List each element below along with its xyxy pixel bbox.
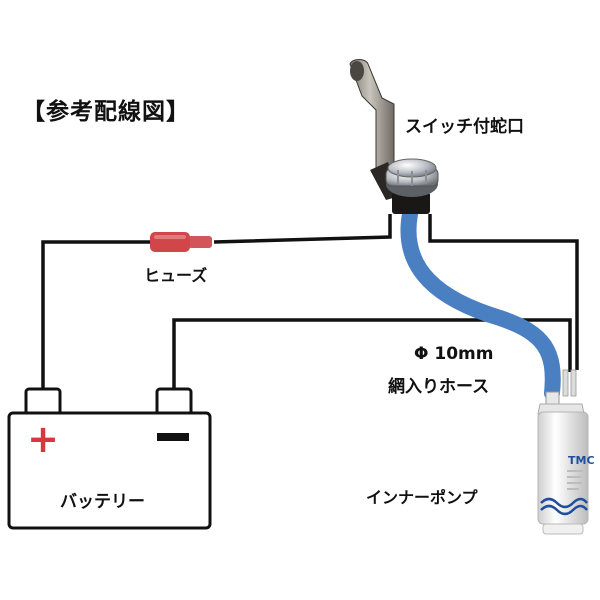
faucet-label: スイッチ付蛇口	[405, 117, 524, 137]
battery-label: バッテリー	[60, 492, 145, 512]
page-title: 【参考配線図】	[22, 99, 190, 125]
pump-wave-icon	[540, 497, 588, 516]
pump-label: インナーポンプ	[366, 488, 478, 507]
faucet-with-switch	[349, 59, 439, 214]
hose-name-label: 網入りホース	[388, 377, 490, 397]
mesh-hose	[400, 206, 561, 401]
pump-brand-label: TMC	[568, 454, 595, 467]
hose-diameter-label: Φ 10mm	[414, 344, 494, 364]
fuse-label: ヒューズ	[144, 266, 208, 285]
fuse	[150, 232, 212, 252]
switch-knob-icon	[385, 158, 439, 197]
battery-positive-icon: +	[27, 417, 59, 461]
fuse-to-switch-wire	[213, 214, 392, 244]
wiring	[41, 214, 579, 393]
battery-negative-icon	[157, 433, 189, 441]
positive-wire	[41, 240, 150, 393]
switch-to-pump-wire	[428, 214, 579, 370]
negative-wire	[172, 318, 572, 393]
battery: + −	[7, 387, 212, 530]
inner-pump: TMC	[537, 369, 595, 535]
